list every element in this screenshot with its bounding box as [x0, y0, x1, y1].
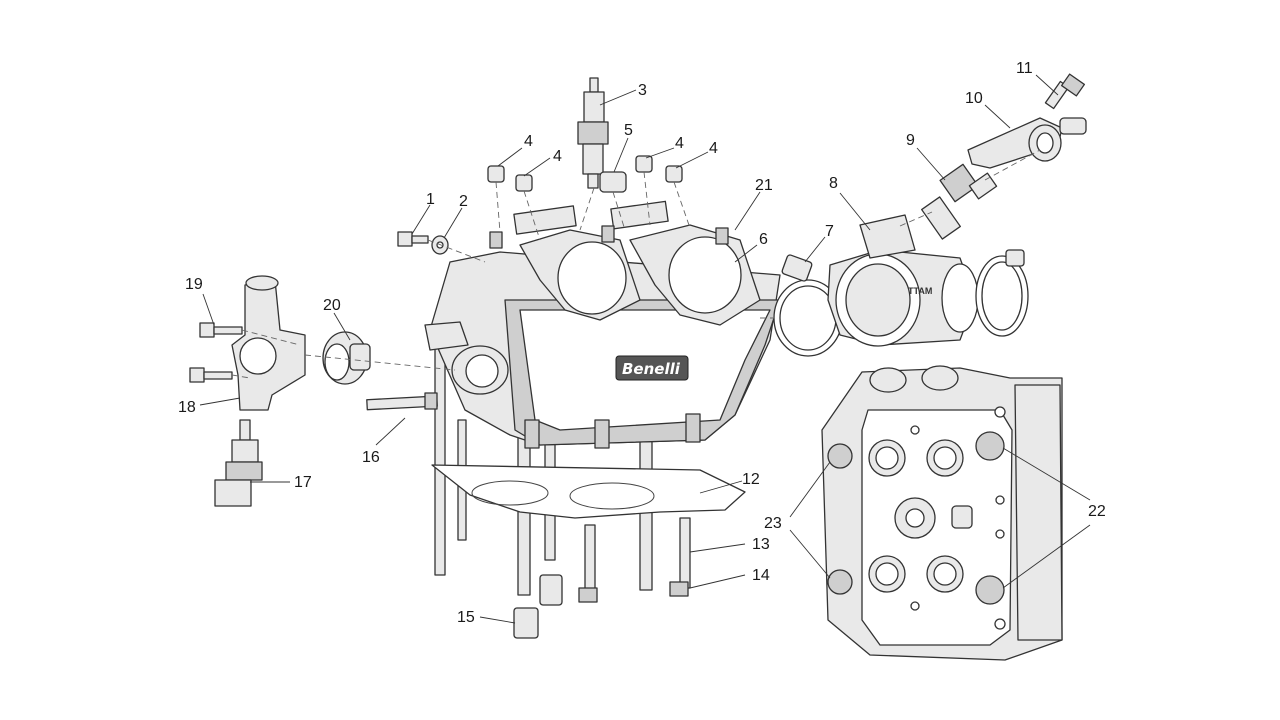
callout-labels: 1 2 3 4 4 5 4 4 21 6 7 8 9 10 11 12 13 1…: [178, 60, 1106, 626]
callout-3: 3: [638, 82, 647, 99]
callout-12: 12: [742, 471, 760, 488]
callout-18: 18: [178, 399, 196, 416]
valve-stem-seals: [487, 155, 683, 193]
callout-2: 2: [459, 193, 468, 210]
callout-9: 9: [906, 132, 915, 149]
bolt-and-washer: [397, 231, 449, 255]
brand-label: Benelli: [622, 360, 681, 378]
spark-plug: [577, 77, 609, 189]
intake-assembly: TTAM: [773, 214, 1029, 357]
callout-4-a: 4: [524, 133, 533, 150]
callout-1: 1: [426, 191, 435, 208]
callout-10: 10: [965, 90, 983, 107]
dowels-and-nuts: [513, 517, 691, 639]
head-gasket: [431, 464, 746, 519]
callout-23: 23: [764, 515, 782, 532]
callout-8: 8: [829, 175, 838, 192]
water-pipe-stud: [366, 392, 438, 411]
temperature-sensor: [214, 419, 263, 507]
callout-4-d: 4: [709, 140, 718, 157]
callout-21: 21: [755, 177, 773, 194]
callout-13: 13: [752, 536, 770, 553]
cylinder-head-assembly: Benelli: [424, 200, 781, 596]
callout-20: 20: [323, 297, 341, 314]
callout-5: 5: [624, 122, 633, 139]
callout-22: 22: [1088, 503, 1106, 520]
callout-15: 15: [457, 609, 475, 626]
thermostat-housing: [189, 275, 306, 411]
callout-4-c: 4: [675, 135, 684, 152]
callout-17: 17: [294, 474, 312, 491]
brand-plate: [615, 355, 689, 381]
callout-4-b: 4: [553, 148, 562, 165]
fuel-injector: [921, 163, 998, 240]
callout-7: 7: [825, 223, 834, 240]
callout-16: 16: [362, 449, 380, 466]
thermostat: [322, 331, 371, 385]
callout-6: 6: [759, 231, 768, 248]
callout-11: 11: [1016, 60, 1033, 77]
callout-19: 19: [185, 276, 203, 293]
stamp-label: TTAM: [908, 286, 932, 296]
cylinder-head-bottom-view: [821, 365, 1063, 661]
fuel-rail: [967, 73, 1087, 169]
leader-lines: [199, 74, 1091, 624]
callout-14: 14: [752, 567, 770, 584]
assembly-guide-lines: [231, 149, 1041, 379]
